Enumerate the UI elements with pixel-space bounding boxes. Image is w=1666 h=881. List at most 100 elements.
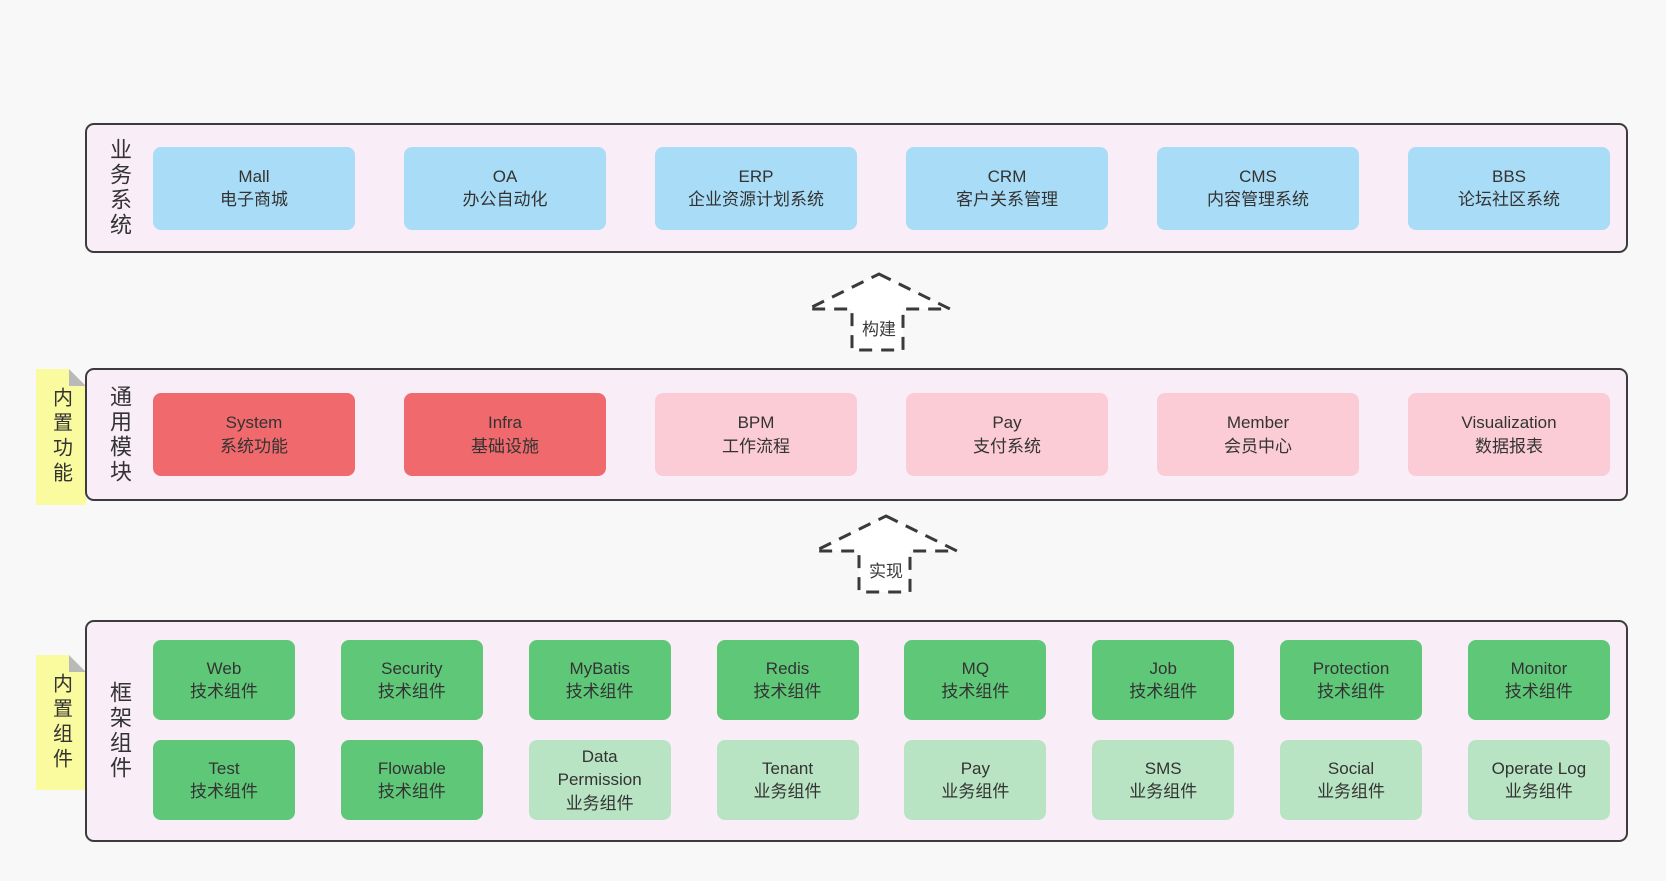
box-title: Redis xyxy=(765,658,810,678)
box-title: System xyxy=(225,413,283,433)
box-subtitle: 数据报表 xyxy=(1475,436,1543,456)
box-mq: MQ 技术组件 xyxy=(904,640,1047,720)
box-subtitle: 业务组件 xyxy=(565,793,634,813)
box-title: Pay xyxy=(960,758,991,778)
box-mall: Mall 电子商城 xyxy=(153,146,355,230)
box-subtitle: 业务组件 xyxy=(1504,782,1573,801)
box-subtitle: 技术组件 xyxy=(941,682,1010,701)
box-subtitle: 支付系统 xyxy=(973,436,1041,456)
common-modules-row: System 系统功能 Infra 基础设施 BPM 工作流程 Pay 支付系统… xyxy=(153,370,1610,499)
box-protection: Protection 技术组件 xyxy=(1280,640,1423,720)
band-framework-components: 框架组件 Web 技术组件 Security 技术组件 MyBatis 技术组件… xyxy=(85,620,1628,842)
box-title: Security xyxy=(381,658,443,678)
box-mybatis: MyBatis 技术组件 xyxy=(528,640,671,720)
folded-corner-icon xyxy=(69,655,86,672)
arrow-implement: 实现 xyxy=(801,514,971,594)
box-title: OA xyxy=(492,166,518,186)
box-member: Member 会员中心 xyxy=(1157,393,1359,476)
sticky-label: 内置组件 xyxy=(49,672,72,773)
box-title: Job xyxy=(1149,658,1177,678)
band-common-modules: 通用模块 System 系统功能 Infra 基础设施 BPM 工作流程 Pay… xyxy=(85,368,1628,501)
box-data-permission: Data Permission 业务组件 xyxy=(528,740,671,820)
box-subtitle: 技术组件 xyxy=(565,682,634,701)
band-label-business-systems: 业务系统 xyxy=(107,138,132,238)
box-social: Social 业务组件 xyxy=(1280,740,1423,820)
box-subtitle: 论坛社区系统 xyxy=(1458,190,1560,209)
box-flowable: Flowable 技术组件 xyxy=(340,740,483,820)
box-bbs: BBS 论坛社区系统 xyxy=(1408,146,1610,230)
box-title: Operate Log xyxy=(1491,758,1587,778)
framework-components-row-2: Test 技术组件 Flowable 技术组件 Data Permission … xyxy=(153,740,1610,820)
box-title: Web xyxy=(206,658,242,678)
box-subtitle: 技术组件 xyxy=(1504,682,1573,701)
sticky-label: 内置功能 xyxy=(49,387,72,487)
framework-components-row-1: Web 技术组件 Security 技术组件 MyBatis 技术组件 Redi… xyxy=(153,640,1610,720)
box-title: Test xyxy=(208,758,240,778)
box-title: Visualization xyxy=(1461,413,1557,433)
box-title: SMS xyxy=(1144,758,1182,778)
box-subtitle: 技术组件 xyxy=(1129,682,1198,701)
box-pay-component: Pay 业务组件 xyxy=(904,740,1047,820)
box-subtitle: 会员中心 xyxy=(1224,436,1292,456)
box-title: MyBatis xyxy=(569,658,630,678)
box-security: Security 技术组件 xyxy=(340,640,483,720)
box-sms: SMS 业务组件 xyxy=(1092,740,1235,820)
box-subtitle: 业务组件 xyxy=(753,782,822,801)
box-system: System 系统功能 xyxy=(153,393,355,476)
box-subtitle: 系统功能 xyxy=(220,436,288,456)
business-systems-row: Mall 电子商城 OA 办公自动化 ERP 企业资源计划系统 CRM 客户关系… xyxy=(153,125,1610,251)
framework-components-grid: Web 技术组件 Security 技术组件 MyBatis 技术组件 Redi… xyxy=(153,640,1610,820)
box-title: Pay xyxy=(992,413,1022,433)
dashed-up-arrow-icon xyxy=(807,272,951,352)
box-redis: Redis 技术组件 xyxy=(716,640,859,720)
box-title: Member xyxy=(1226,413,1290,433)
dashed-up-arrow-icon xyxy=(814,514,958,594)
box-subtitle: 内容管理系统 xyxy=(1207,190,1309,209)
box-title: Mall xyxy=(238,166,270,186)
box-title: BPM xyxy=(737,413,775,433)
box-bpm: BPM 工作流程 xyxy=(655,393,857,476)
box-visualization: Visualization 数据报表 xyxy=(1408,393,1610,476)
band-label-framework-components: 框架组件 xyxy=(107,681,132,781)
box-subtitle: 业务组件 xyxy=(1317,782,1386,801)
box-subtitle: 工作流程 xyxy=(722,436,790,456)
box-subtitle: 技术组件 xyxy=(1317,682,1386,701)
box-crm: CRM 客户关系管理 xyxy=(906,146,1108,230)
box-test: Test 技术组件 xyxy=(153,740,295,820)
box-title: MQ xyxy=(961,658,990,678)
box-operate-log: Operate Log 业务组件 xyxy=(1467,740,1610,820)
band-label-common-modules: 通用模块 xyxy=(107,384,132,485)
arrow-build: 构建 xyxy=(794,272,964,352)
sticky-note-built-in-features: 内置功能 xyxy=(36,369,86,505)
box-subtitle: 技术组件 xyxy=(377,682,446,701)
box-monitor: Monitor 技术组件 xyxy=(1467,640,1610,720)
box-title: Infra xyxy=(487,413,523,433)
box-title: BBS xyxy=(1491,166,1527,186)
box-tenant: Tenant 业务组件 xyxy=(716,740,859,820)
box-subtitle: 技术组件 xyxy=(753,682,822,701)
box-oa: OA 办公自动化 xyxy=(404,146,606,230)
box-subtitle: 业务组件 xyxy=(1129,782,1198,801)
box-title: Tenant xyxy=(762,758,814,778)
box-cms: CMS 内容管理系统 xyxy=(1157,146,1359,230)
box-web: Web 技术组件 xyxy=(153,640,295,720)
box-subtitle: 电子商城 xyxy=(220,190,288,209)
box-title: Social xyxy=(1327,758,1375,778)
box-title: ERP xyxy=(738,166,774,186)
box-title: Protection xyxy=(1312,658,1390,678)
box-title: Flowable xyxy=(377,758,446,778)
box-subtitle: 技术组件 xyxy=(377,782,446,801)
box-title: Data Permission xyxy=(557,746,642,790)
box-pay-module: Pay 支付系统 xyxy=(906,393,1108,476)
box-job: Job 技术组件 xyxy=(1092,640,1235,720)
box-subtitle: 业务组件 xyxy=(941,782,1010,801)
box-subtitle: 办公自动化 xyxy=(462,190,548,209)
arrow-build-label: 构建 xyxy=(857,314,901,341)
box-title: CRM xyxy=(987,166,1027,186)
box-subtitle: 技术组件 xyxy=(190,782,258,801)
box-title: CMS xyxy=(1239,166,1277,186)
box-infra: Infra 基础设施 xyxy=(404,393,606,476)
box-subtitle: 技术组件 xyxy=(190,682,258,701)
arrow-implement-label: 实现 xyxy=(864,556,908,583)
box-subtitle: 客户关系管理 xyxy=(956,190,1058,209)
